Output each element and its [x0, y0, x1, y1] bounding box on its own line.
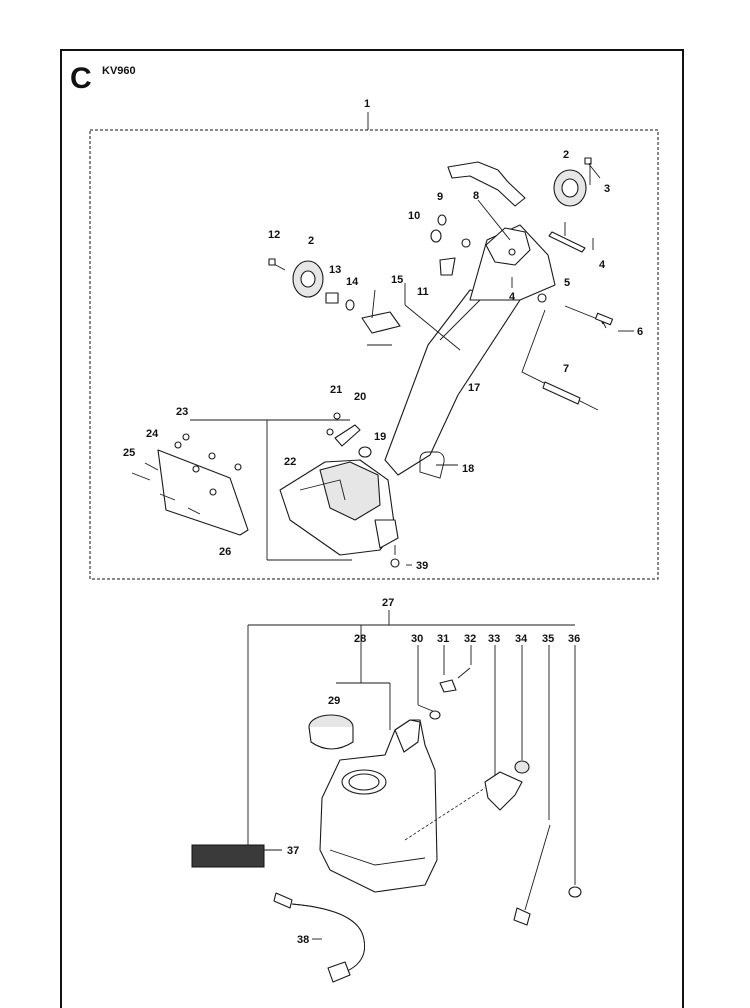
label-plate-37 [191, 844, 265, 868]
section-letter: C [70, 62, 92, 95]
callout-25: 25 [123, 447, 135, 459]
washer-9-10 [430, 214, 471, 248]
spring-6 [564, 305, 614, 329]
callout-27: 27 [382, 597, 394, 609]
motor-housing-22 [279, 459, 399, 556]
fitting-30 [429, 710, 441, 720]
cable-7 [521, 309, 599, 411]
bolt-19 [358, 446, 372, 458]
rod-35 [513, 824, 551, 926]
callout-19: 19 [374, 431, 386, 443]
callout-10: 10 [408, 210, 420, 222]
callout-8: 8 [473, 190, 479, 202]
callout-26: 26 [219, 546, 231, 558]
water-tank-28 [319, 719, 486, 893]
callout-13: 13 [329, 264, 341, 276]
clamp-31 [439, 679, 457, 693]
spacer-13-14 [325, 292, 355, 311]
callout-1: 1 [364, 98, 370, 110]
callout-22: 22 [284, 456, 296, 468]
callout-39: 39 [416, 560, 428, 572]
callout-32: 32 [464, 633, 476, 645]
callout-33: 33 [488, 633, 500, 645]
callout-2-left: 2 [308, 235, 314, 247]
grip-knob-right [553, 169, 587, 207]
callout-34: 34 [515, 633, 528, 645]
bracket-33 [484, 771, 523, 811]
screw-39 [390, 545, 400, 568]
screw-3 [584, 157, 601, 179]
callout-28: 28 [354, 633, 366, 645]
callout-3: 3 [604, 183, 610, 195]
handle-tube [384, 224, 556, 476]
model-label: KV960 [102, 65, 136, 77]
callout-6: 6 [637, 326, 643, 338]
screw-12 [268, 258, 286, 271]
pin-4 [511, 222, 594, 288]
oring-36 [568, 886, 582, 898]
callout-7: 7 [563, 363, 569, 375]
callout-29: 29 [328, 695, 340, 707]
screw-32 [457, 667, 471, 679]
grip-knob-left [292, 260, 324, 298]
callout-18: 18 [462, 463, 474, 475]
clip-5 [548, 231, 586, 253]
callout-30: 30 [411, 633, 423, 645]
page-border [60, 49, 684, 1008]
cap-29 [308, 714, 354, 750]
trigger-lever [447, 161, 526, 207]
callout-35: 35 [542, 633, 554, 645]
bracket-11 [439, 257, 456, 276]
hose-38 [273, 892, 366, 983]
callout-20: 20 [354, 391, 366, 403]
callout-17: 17 [468, 382, 480, 394]
callout-15: 15 [391, 274, 403, 286]
callout-38: 38 [297, 934, 309, 946]
callout-14: 14 [346, 276, 359, 288]
callout-23: 23 [176, 406, 188, 418]
grommet-34 [514, 760, 530, 774]
callout-37: 37 [287, 845, 299, 857]
plate-20 [326, 412, 361, 447]
callout-4-left: 4 [509, 291, 516, 303]
cover-plate-26 [131, 433, 249, 536]
callout-5: 5 [564, 277, 570, 289]
callout-9: 9 [437, 191, 443, 203]
callout-4-right: 4 [599, 259, 606, 271]
callout-11: 11 [417, 286, 429, 298]
callout-24: 24 [146, 428, 159, 440]
callout-31: 31 [437, 633, 449, 645]
assembly-box [89, 129, 659, 580]
callout-36: 36 [568, 633, 580, 645]
callout-12: 12 [268, 229, 280, 241]
callout-2-right: 2 [563, 149, 569, 161]
lock-18 [419, 451, 445, 479]
callout-21: 21 [330, 384, 342, 396]
latch-15 [361, 289, 401, 346]
